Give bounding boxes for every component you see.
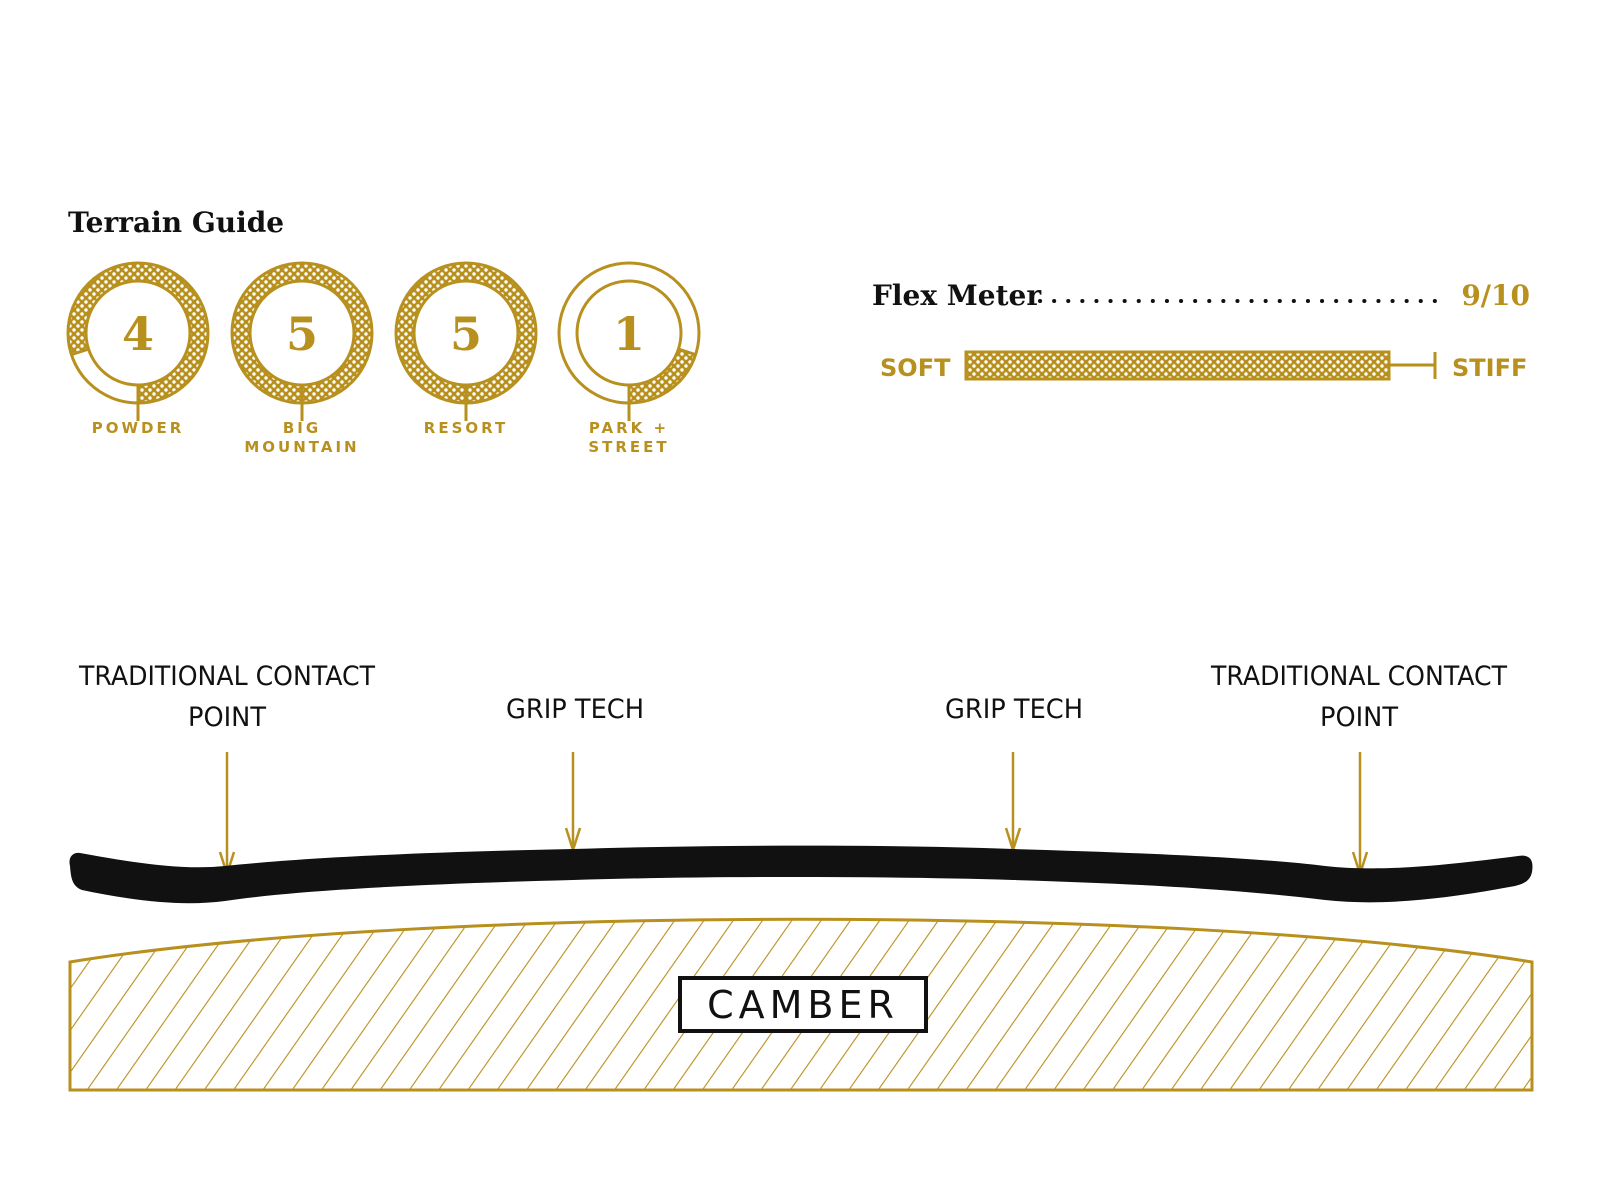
terrain-dial-powder: 4 POWDER xyxy=(66,261,210,437)
callout-traditional-contact-right: TRADITIONAL CONTACT POINT xyxy=(1210,661,1507,876)
profile-callouts: TRADITIONAL CONTACT POINT GRIP TECH GRIP… xyxy=(78,661,1507,876)
dial-label-line-1: PARK + xyxy=(589,419,669,437)
callout-label-line-1: TRADITIONAL CONTACT xyxy=(78,661,375,692)
dial-value: 5 xyxy=(286,307,318,361)
callout-grip-tech-right: GRIP TECH xyxy=(945,694,1083,852)
dial-fill xyxy=(629,349,696,403)
dial-value: 5 xyxy=(450,307,482,361)
flex-meter-value: 9/10 xyxy=(1461,279,1530,312)
callout-label-line-2: POINT xyxy=(188,702,266,733)
terrain-dial-park-street: 1 PARK + STREET xyxy=(557,261,701,456)
dial-end-cap xyxy=(677,347,697,357)
dial-value: 4 xyxy=(122,307,154,361)
flex-meter: Flex Meter 9/10 SOFT STIFF xyxy=(872,279,1530,382)
dial-label-line-1: POWDER xyxy=(92,419,185,437)
callout-label-line-1: GRIP TECH xyxy=(506,694,644,725)
terrain-rating-dials: 4 POWDER 5 BIG MOUNTAIN 5 RESORT xyxy=(66,261,701,456)
snowboard-profile-shape xyxy=(69,845,1533,904)
callout-label-line-2: POINT xyxy=(1320,702,1398,733)
callout-label-line-1: TRADITIONAL CONTACT xyxy=(1210,661,1507,692)
callout-label-line-1: GRIP TECH xyxy=(945,694,1083,725)
flex-stiff-label: STIFF xyxy=(1452,354,1527,382)
terrain-dial-resort: 5 RESORT xyxy=(394,261,538,437)
flex-meter-title: Flex Meter xyxy=(872,279,1042,312)
dial-label-line-2: STREET xyxy=(588,438,669,456)
terrain-guide-title: Terrain Guide xyxy=(68,206,284,239)
dial-label-line-1: RESORT xyxy=(424,419,508,437)
flex-soft-label: SOFT xyxy=(880,354,951,382)
dial-label-line-2: MOUNTAIN xyxy=(244,438,359,456)
camber-label-box xyxy=(678,976,928,1033)
callout-traditional-contact-left: TRADITIONAL CONTACT POINT xyxy=(78,661,375,876)
camber-label: CAMBER xyxy=(707,983,899,1027)
terrain-dial-big-mountain: 5 BIG MOUNTAIN xyxy=(230,261,374,456)
dial-label-line-1: BIG xyxy=(283,419,321,437)
flex-fill-bar xyxy=(964,350,1391,381)
dial-value: 1 xyxy=(613,307,645,361)
callout-grip-tech-left: GRIP TECH xyxy=(506,694,644,852)
dial-end-cap xyxy=(70,347,90,357)
